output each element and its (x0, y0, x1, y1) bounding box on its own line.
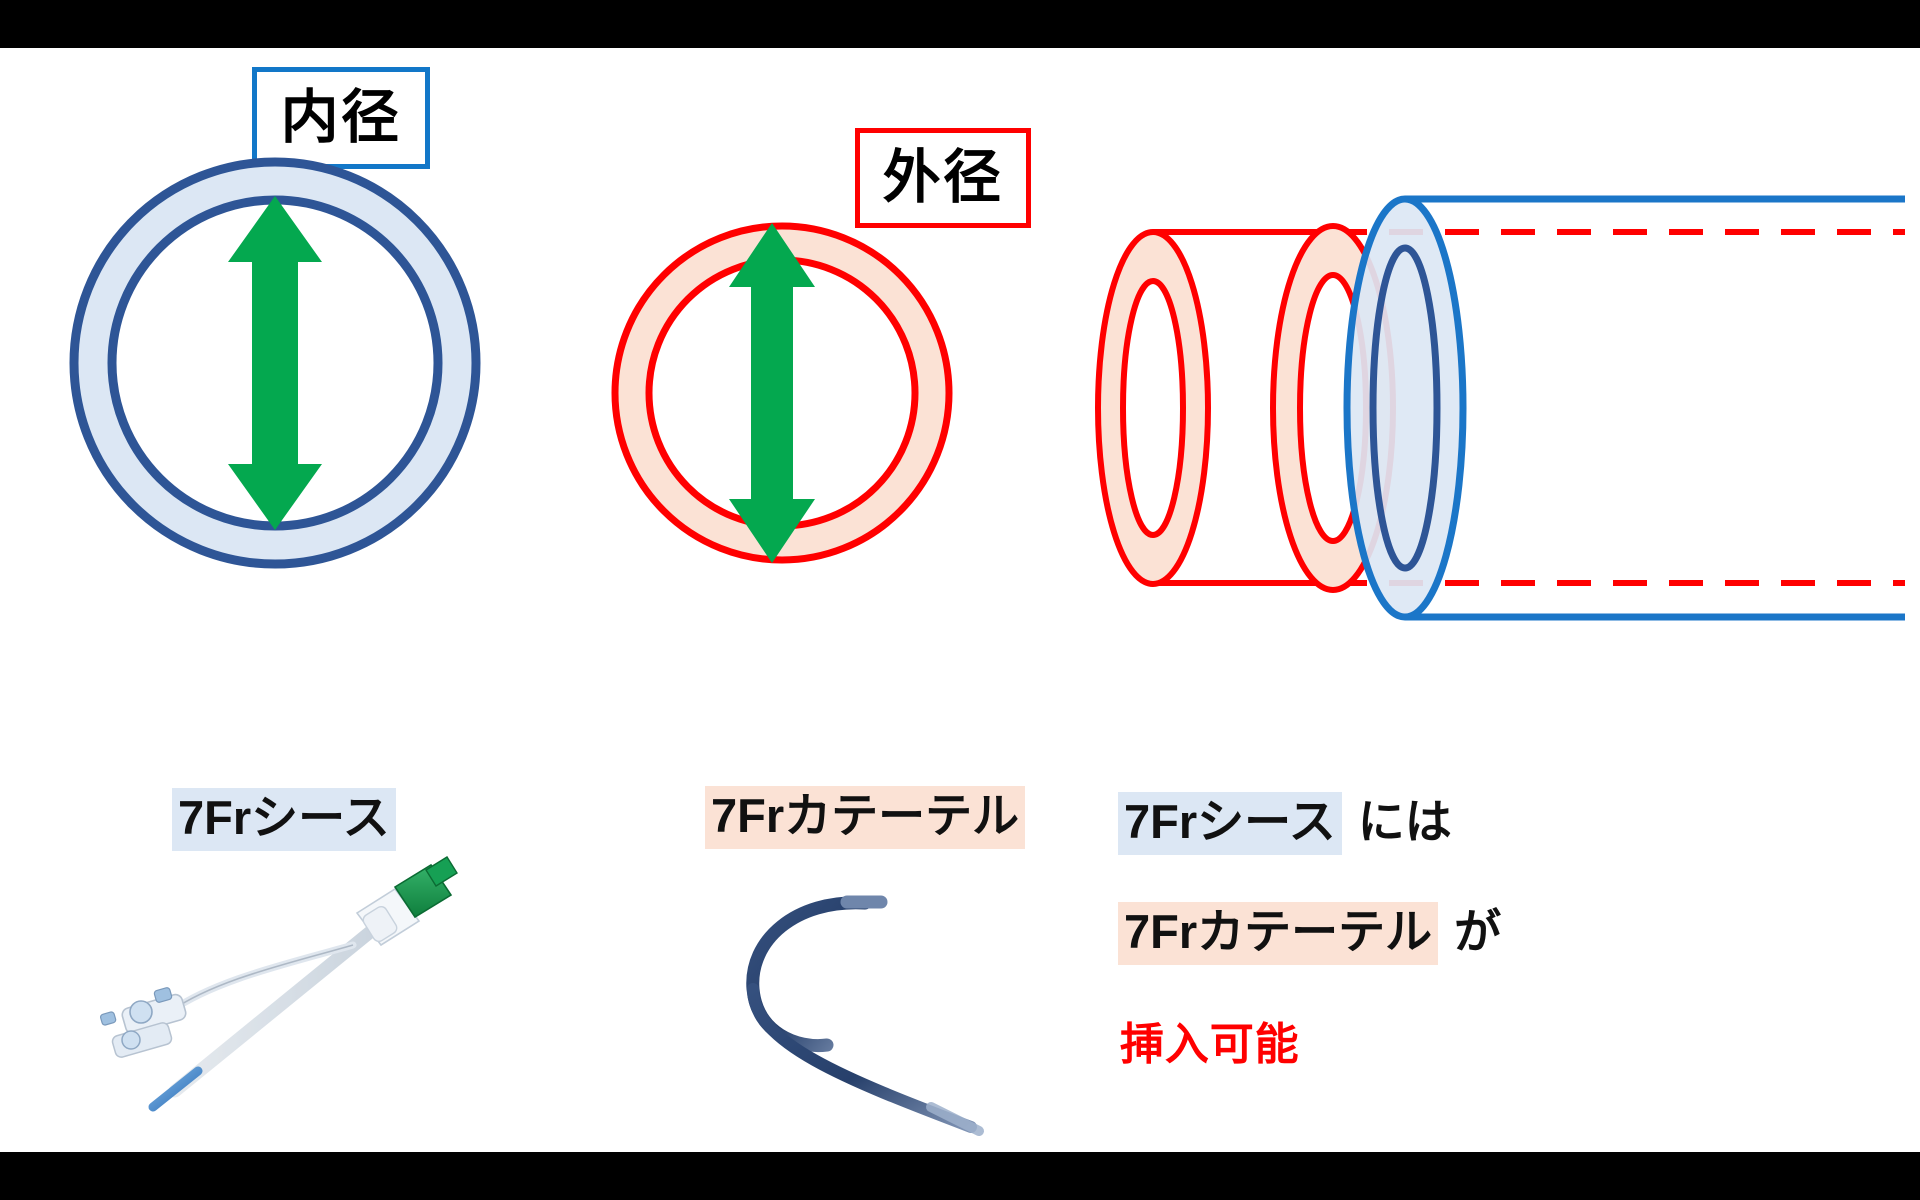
conclusion-line-2-tail: が (1454, 905, 1502, 958)
conclusion-line-3: 挿入可能 (1120, 1020, 1300, 1069)
conclusion-line-2: 7Frカテーテル が (1118, 893, 1502, 966)
conclusion-line-1-tail: には (1357, 795, 1452, 848)
catheter-diagram (610, 203, 990, 593)
callout-outer-diameter: 外径 (855, 128, 1031, 228)
sheath-rim-near (1343, 195, 1467, 621)
chip-sheath: 7Frシース (172, 788, 396, 852)
letterbox-bottom (0, 1152, 1920, 1200)
callout-outer-diameter-label: 外径 (882, 145, 1004, 210)
letterbox-top (0, 0, 1920, 48)
chip-sheath-conclusion: 7Frシース (1118, 792, 1342, 856)
sheath-hub (355, 887, 421, 947)
sheath-diagram (60, 148, 510, 578)
callout-inner-diameter-label: 内径 (280, 85, 402, 150)
catheter-tube-red (1095, 223, 1905, 593)
chip-catheter: 7Frカテーテル (705, 786, 1026, 850)
catheter-inside-sheath-perspective (1095, 143, 1905, 621)
sheath-stopcock (100, 987, 187, 1058)
green-double-headed-measure-arrow (729, 223, 815, 563)
conclusion-line-1: 7Frシース には (1118, 783, 1452, 856)
caption-catheter: 7Frカテーテル (705, 786, 1026, 850)
callout-inner-diameter: 内径 (252, 67, 430, 169)
chip-catheter-conclusion: 7Frカテーテル (1118, 902, 1439, 966)
sheath-annulus (69, 157, 481, 569)
device-angiographic-catheter (735, 893, 1035, 1136)
caption-sheath: 7Frシース (172, 788, 396, 852)
sheath-tube-blue (1343, 195, 1905, 621)
catheter-rim-far (1095, 229, 1211, 587)
green-double-headed-measure-arrow (228, 196, 322, 530)
slide-canvas: 内径 7Frシース (0, 48, 1920, 1152)
sheath-valve-cap (393, 856, 458, 919)
device-introducer-sheath (95, 856, 515, 1123)
